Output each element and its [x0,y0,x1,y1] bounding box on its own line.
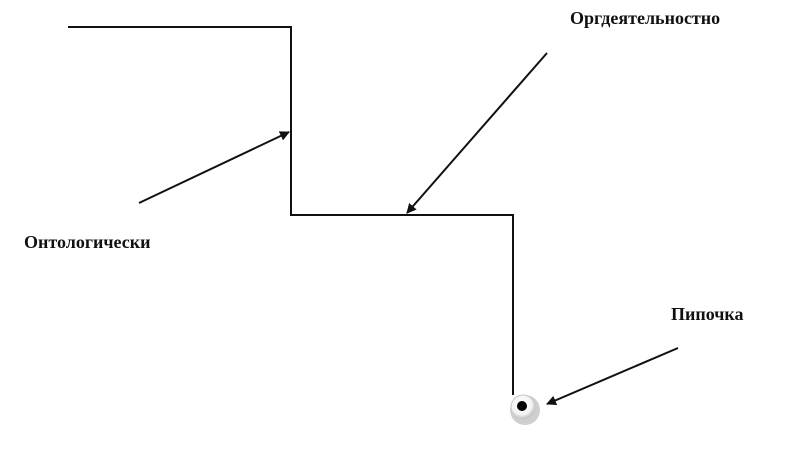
label-pipochka: Пипочка [671,304,744,324]
pipochka-dot [517,401,527,411]
staircase-line [68,26,514,395]
arrow-ontologicheski [138,131,290,204]
arrow-orgdeyatelnostno [406,52,548,214]
label-ontologicheski: Онтологически [24,232,151,252]
arrow-pipochka [546,347,679,406]
label-orgdeyatelnostno: Оргдеятельностно [570,8,721,28]
